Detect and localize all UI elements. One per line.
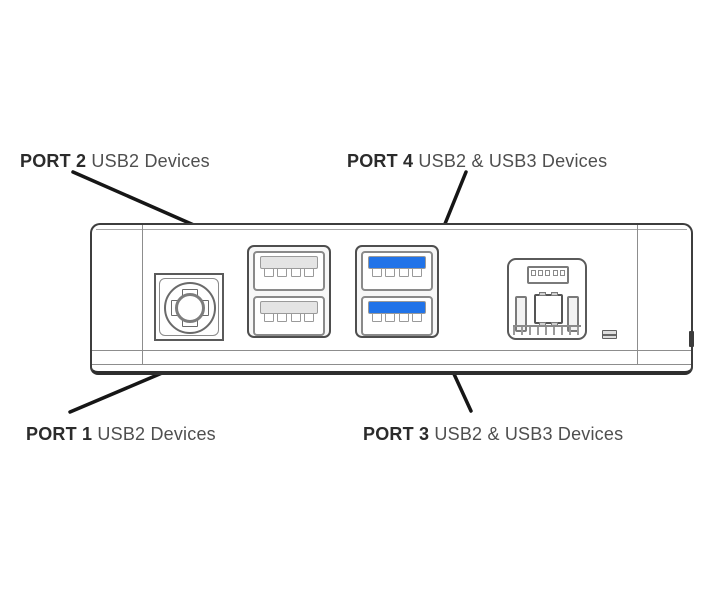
usb3-port-4-tongue: [368, 256, 426, 269]
label-port-2-desc: USB2 Devices: [86, 151, 210, 171]
power-connector-bezel: [159, 278, 219, 336]
power-connector: [154, 273, 224, 341]
usb3-port-pair: [355, 245, 439, 338]
usb-b-host-connector: [507, 258, 587, 340]
usb-b-center-block: [534, 292, 563, 326]
power-connector-barrel: [164, 282, 216, 334]
usb2-port-2-contacts: [264, 268, 314, 277]
usb2-port-2-receptacle: [253, 251, 325, 291]
usb2-port-1-tongue: [260, 301, 318, 314]
panel-separator-left: [142, 225, 143, 365]
label-port-1-desc: USB2 Devices: [92, 424, 216, 444]
right-edge-notch: [689, 331, 694, 347]
usb3-port-3-receptacle: [361, 296, 433, 336]
usb3-port-3-tongue: [368, 301, 426, 314]
power-connector-pin-hole: [183, 301, 197, 315]
label-port-2-name: PORT 2: [20, 151, 87, 171]
device-body: [90, 223, 694, 375]
label-port-2: PORT 2 USB2 Devices: [20, 151, 210, 172]
label-port-3: PORT 3 USB2 & USB3 Devices: [363, 424, 623, 445]
bottom-bevel-line-1: [92, 350, 691, 351]
top-edge-line: [96, 229, 687, 230]
usb2-port-1-contacts: [264, 313, 314, 322]
label-port-1: PORT 1 USB2 Devices: [26, 424, 216, 445]
label-port-1-name: PORT 1: [26, 424, 93, 444]
bottom-bevel-line-2: [92, 364, 691, 365]
usb-b-base-ticks: [513, 325, 581, 335]
usb2-port-2-tongue: [260, 256, 318, 269]
usb3-port-4-receptacle: [361, 251, 433, 291]
label-port-3-name: PORT 3: [363, 424, 430, 444]
label-port-4-desc: USB2 & USB3 Devices: [413, 151, 608, 171]
power-connector-ring: [175, 293, 205, 323]
usb3-port-4-contacts: [372, 268, 422, 277]
panel-separator-right: [637, 225, 638, 365]
label-port-4: PORT 4 USB2 & USB3 Devices: [347, 151, 607, 172]
usb-b-contact-housing: [527, 266, 569, 284]
usb2-port-pair: [247, 245, 331, 338]
usb3-port-3-contacts: [372, 313, 422, 322]
label-port-3-desc: USB2 & USB3 Devices: [429, 424, 624, 444]
status-indicator: [602, 330, 617, 339]
label-port-4-name: PORT 4: [347, 151, 414, 171]
usb2-port-1-receptacle: [253, 296, 325, 336]
